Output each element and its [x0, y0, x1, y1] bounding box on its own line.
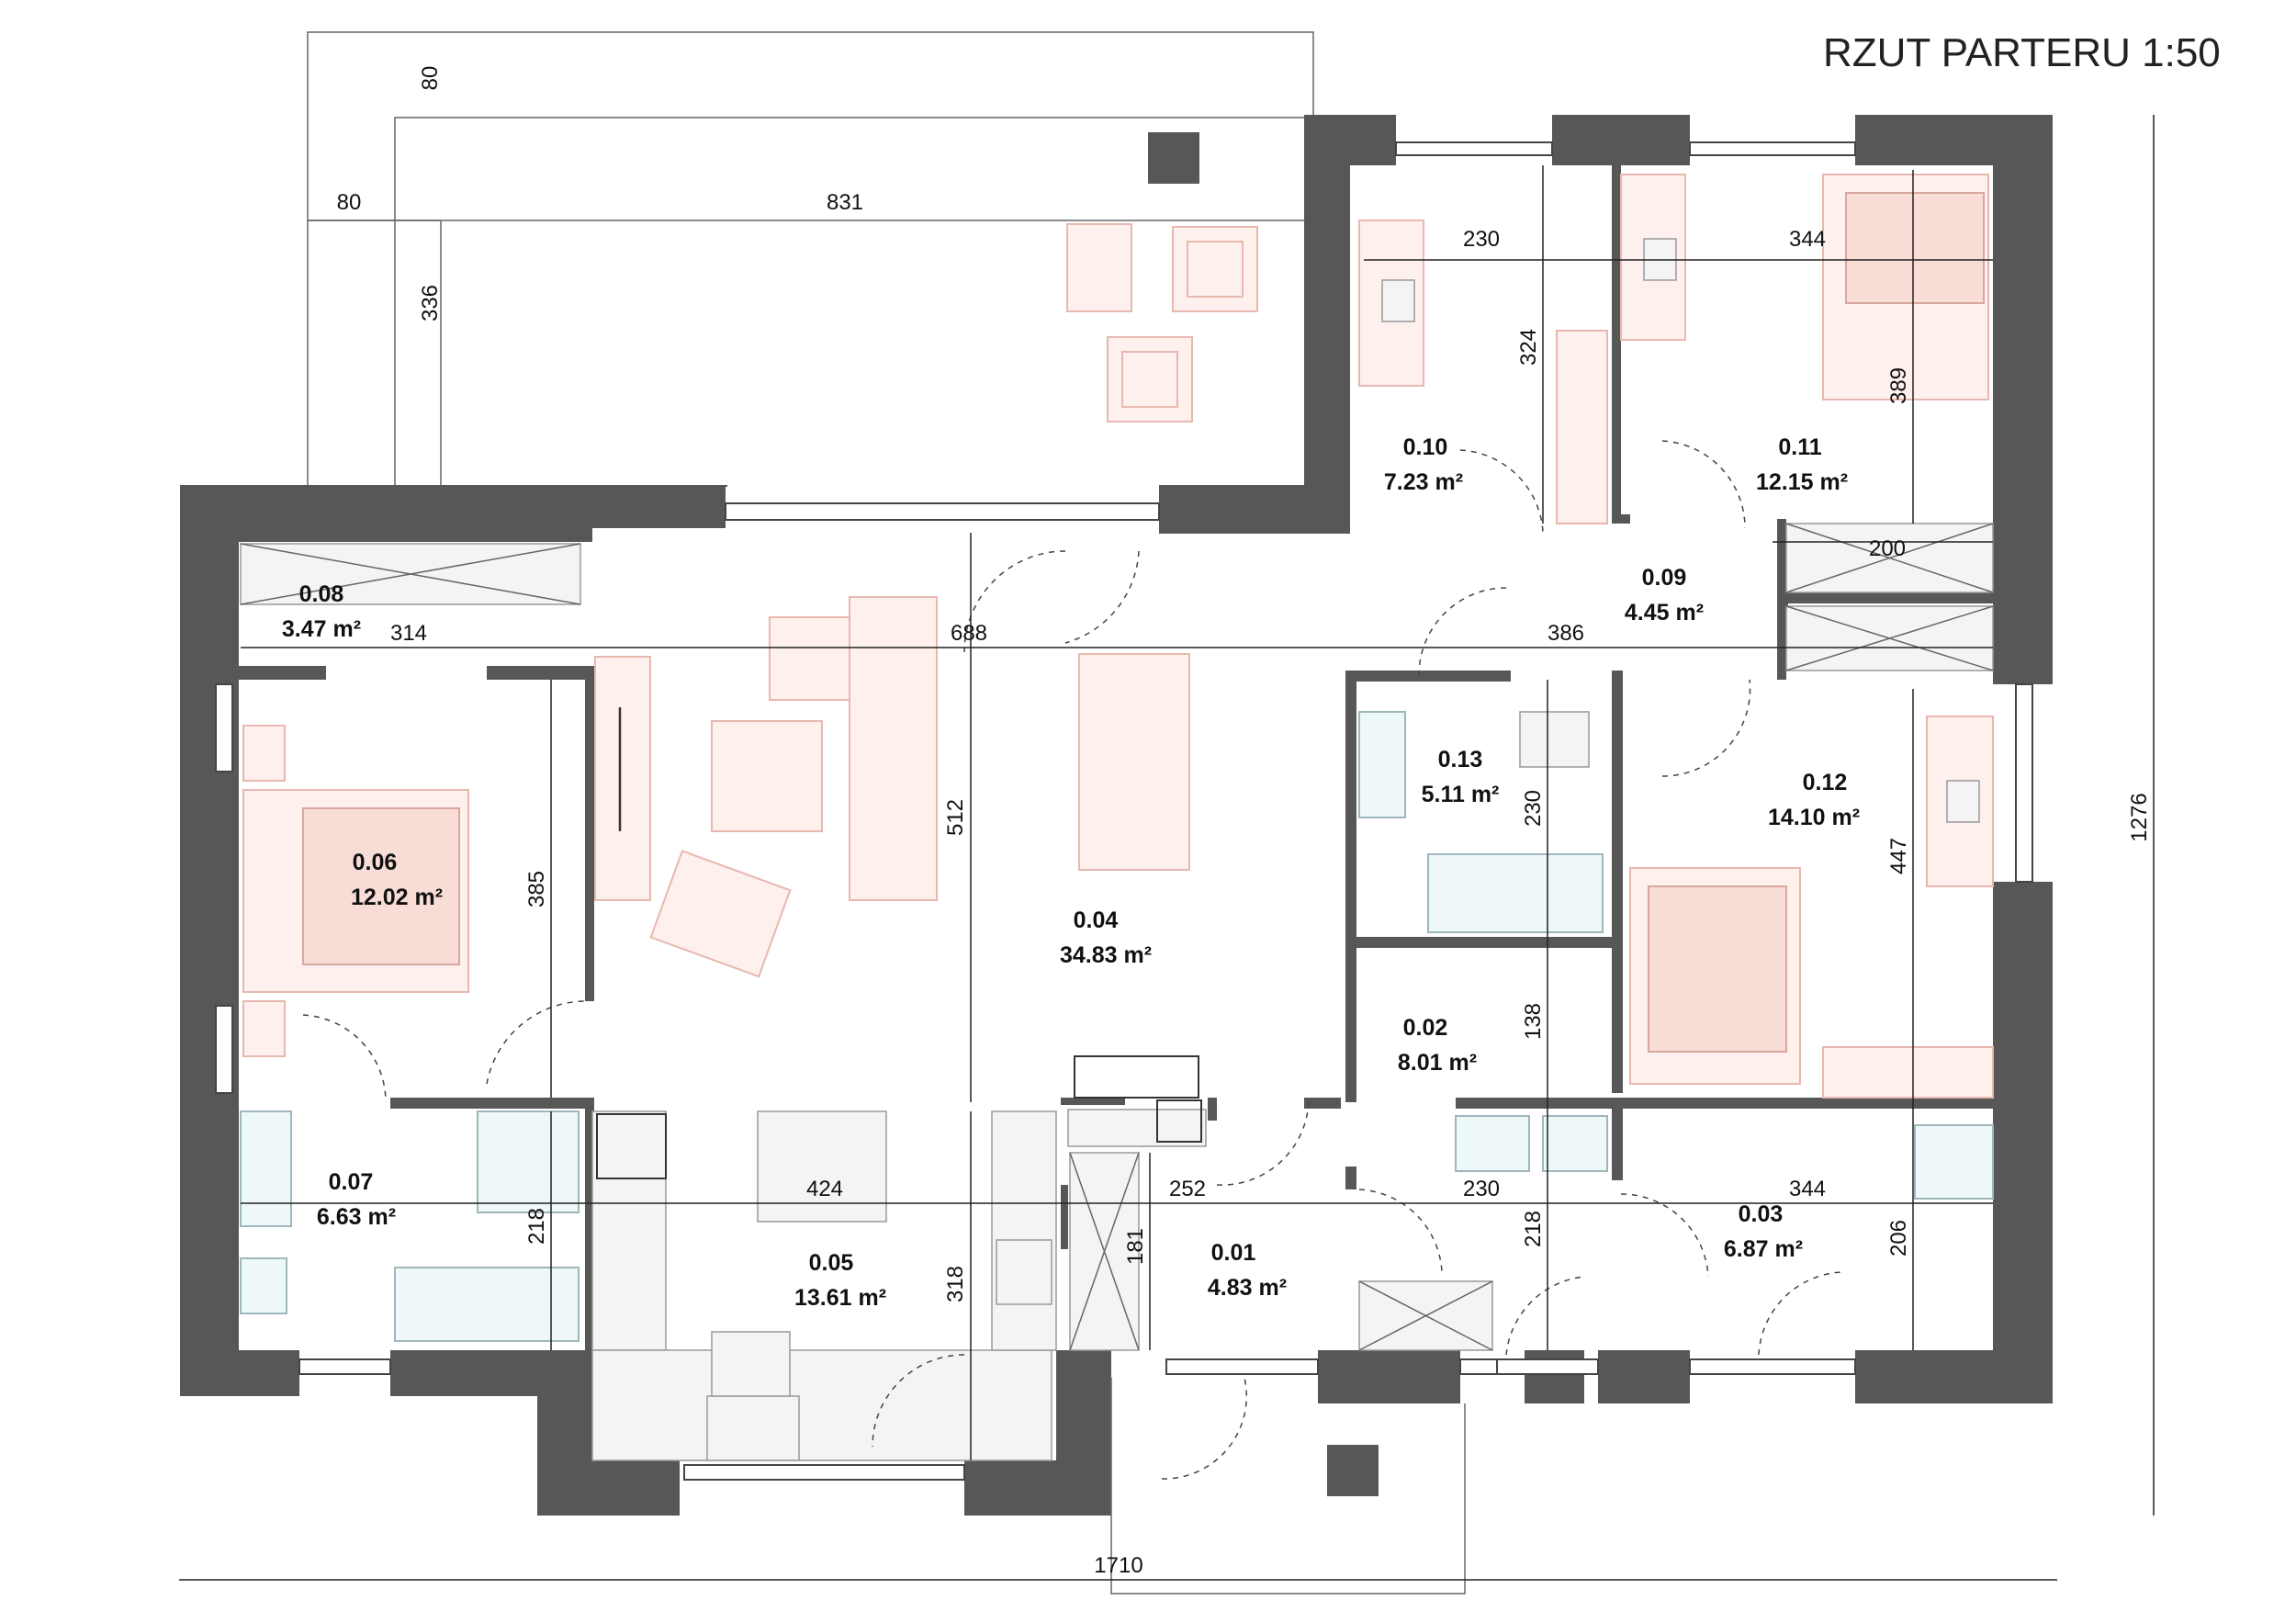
plan-title: RZUT PARTERU 1:50 — [1823, 30, 2221, 75]
entry-fixtures — [1067, 1055, 1493, 1351]
terrace-outline — [307, 31, 1314, 487]
room-number: 0.12 — [1803, 770, 1848, 795]
dimension-label: 385 — [524, 871, 549, 907]
interior-walls — [239, 514, 1993, 1350]
dimension-label: 336 — [418, 285, 443, 321]
bedroom-06-furniture — [242, 725, 469, 1057]
room-02-fixtures — [1455, 1115, 1608, 1172]
kitchen-fixtures — [591, 1110, 1057, 1461]
dimension-label: 344 — [1789, 1177, 1826, 1201]
room-area: 12.02 m² — [351, 885, 443, 910]
room-area: 13.61 m² — [794, 1285, 886, 1311]
dimension-label: 80 — [418, 66, 443, 91]
terrace-chimney — [1148, 132, 1199, 184]
room-labels: 0.01 4.83 m² 0.02 8.01 m² 0.03 6.87 m² 0… — [282, 434, 1860, 1311]
room-area: 8.01 m² — [1398, 1050, 1477, 1076]
room-number: 0.06 — [353, 850, 398, 875]
room-area: 3.47 m² — [282, 616, 361, 642]
dimension-lines — [179, 115, 2155, 1581]
room-area: 4.45 m² — [1625, 600, 1704, 626]
room-area: 14.10 m² — [1768, 805, 1860, 830]
dimension-label: 138 — [1521, 1003, 1546, 1040]
bathroom-13-fixtures — [1358, 711, 1604, 933]
bedroom-11-furniture — [1620, 174, 1994, 593]
dimension-label: 512 — [943, 799, 968, 836]
terrace-furniture — [1066, 223, 1258, 423]
room-area: 4.83 m² — [1208, 1275, 1287, 1301]
room-number: 0.05 — [809, 1250, 854, 1276]
room-area: 6.87 m² — [1724, 1236, 1803, 1262]
dimension-label: 230 — [1521, 790, 1546, 827]
dimension-label: 389 — [1886, 367, 1911, 404]
room-number: 0.13 — [1438, 747, 1483, 772]
room-area: 5.11 m² — [1422, 782, 1500, 807]
dimension-label: 230 — [1463, 227, 1500, 252]
entrance-porch-outline — [1110, 1378, 1466, 1595]
room-area: 12.15 m² — [1756, 469, 1848, 495]
dimension-label: 324 — [1516, 329, 1541, 366]
dimension-label: 318 — [943, 1266, 968, 1302]
dimension-label: 206 — [1886, 1220, 1911, 1257]
room-number: 0.03 — [1739, 1201, 1784, 1227]
bathroom-07-fixtures — [240, 1110, 580, 1342]
dimension-label: 314 — [390, 621, 427, 646]
door-swings — [302, 440, 1842, 1480]
room-number: 0.11 — [1778, 434, 1821, 460]
dimension-labels: 80 80 831 336 230 344 324 389 200 314 68… — [337, 66, 2152, 1578]
dimension-label: 181 — [1123, 1228, 1148, 1265]
dimension-label: 218 — [1521, 1211, 1546, 1247]
dimension-label: 1710 — [1094, 1553, 1142, 1578]
room-number: 0.08 — [299, 581, 344, 607]
room-03-fixtures — [1914, 1124, 1994, 1200]
dimension-label: 230 — [1463, 1177, 1500, 1201]
dimension-label: 831 — [827, 190, 863, 215]
room-number: 0.01 — [1211, 1240, 1256, 1266]
dimension-label: 424 — [806, 1177, 843, 1201]
windows — [215, 141, 2033, 1481]
bedroom-12-furniture — [1629, 605, 1994, 1099]
room-number: 0.04 — [1074, 907, 1119, 933]
dimension-label: 1276 — [2127, 793, 2152, 841]
room-area: 7.23 m² — [1384, 469, 1463, 495]
dimension-label: 252 — [1169, 1177, 1206, 1201]
closet-08 — [240, 543, 581, 605]
exterior-walls — [180, 115, 2053, 1516]
room-area: 34.83 m² — [1060, 942, 1152, 968]
dimension-label: 386 — [1548, 621, 1584, 646]
room-number: 0.07 — [329, 1169, 374, 1195]
room-number: 0.10 — [1403, 434, 1448, 460]
room-number: 0.02 — [1403, 1015, 1448, 1041]
room-area: 6.63 m² — [317, 1204, 396, 1230]
dimension-label: 447 — [1886, 838, 1911, 874]
dimension-label: 688 — [951, 621, 987, 646]
dimension-label: 80 — [337, 190, 362, 215]
bedroom-10-furniture — [1358, 220, 1608, 524]
dimension-label: 218 — [524, 1208, 549, 1245]
dimension-label: 344 — [1789, 227, 1826, 252]
entrance-chimney — [1327, 1445, 1379, 1496]
room-number: 0.09 — [1642, 565, 1687, 591]
dimension-label: 200 — [1869, 536, 1906, 561]
